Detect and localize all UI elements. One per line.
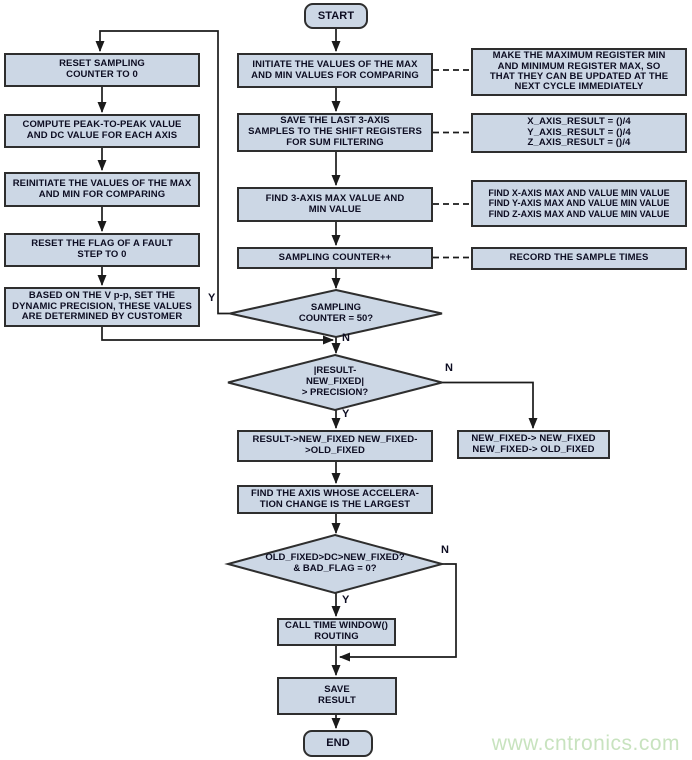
process-find-axis: FIND THE AXIS WHOSE ACCELERA- TION CHANG… bbox=[237, 485, 433, 514]
branch-label-d1-yes: Y bbox=[208, 292, 216, 304]
edge-d1-yes-loop bbox=[95, 30, 230, 315]
process-reset-counter: RESET SAMPLING COUNTER TO 0 bbox=[4, 53, 200, 87]
note-registers: MAKE THE MAXIMUM REGISTER MIN AND MINIMU… bbox=[471, 48, 687, 96]
process-result-to-fixed: RESULT->NEW_FIXED NEW_FIXED- >OLD_FIXED bbox=[237, 430, 433, 462]
branch-label-d2-yes: Y bbox=[342, 408, 350, 420]
branch-label-d3-no: N bbox=[441, 544, 449, 556]
branch-label-d2-no: N bbox=[445, 362, 453, 374]
flow-arrows bbox=[95, 28, 538, 729]
process-find-max-min: FIND 3-AXIS MAX VALUE AND MIN VALUE bbox=[237, 187, 433, 222]
process-call-time-window: CALL TIME WINDOW() ROUTING bbox=[277, 618, 396, 646]
note-find-xyz: FIND X-AXIS MAX AND VALUE MIN VALUE FIND… bbox=[471, 180, 687, 227]
branch-label-d3-yes: Y bbox=[342, 594, 350, 606]
edge-d3-no bbox=[339, 563, 457, 662]
note-axis-result: X_AXIS_RESULT = ()/4 Y_AXIS_RESULT = ()/… bbox=[471, 113, 687, 153]
branch-label-d1-no: N bbox=[342, 332, 350, 344]
process-initiate-max-min: INITIATE THE VALUES OF THE MAX AND MIN V… bbox=[237, 53, 433, 88]
decision-shapes bbox=[224, 288, 446, 595]
process-compute-peak: COMPUTE PEAK-TO-PEAK VALUE AND DC VALUE … bbox=[4, 114, 200, 148]
process-save-result: SAVE RESULT bbox=[277, 677, 397, 715]
process-reset-flag: RESET THE FLAG OF A FAULT STEP TO 0 bbox=[4, 233, 200, 267]
process-based-vpp: BASED ON THE V p-p, SET THE DYNAMIC PREC… bbox=[4, 287, 200, 327]
process-sampling-counter-inc: SAMPLING COUNTER++ bbox=[237, 247, 433, 269]
decision-precision-shape bbox=[227, 353, 443, 412]
start-node: START bbox=[304, 3, 368, 29]
note-record-sample-times: RECORD THE SAMPLE TIMES bbox=[471, 247, 687, 270]
end-node: END bbox=[303, 730, 373, 757]
watermark-text: www.cntronics.com bbox=[491, 732, 680, 755]
decision-old-fixed-shape bbox=[224, 533, 446, 595]
process-save-samples: SAVE THE LAST 3-AXIS SAMPLES TO THE SHIF… bbox=[237, 113, 433, 152]
edge-d2-no bbox=[442, 381, 538, 429]
edge-based-join bbox=[101, 327, 334, 345]
process-reinitiate: REINITIATE THE VALUES OF THE MAX AND MIN… bbox=[4, 172, 200, 207]
decision-sampling-50-shape bbox=[229, 288, 443, 339]
process-new-fixed-assign: NEW_FIXED-> NEW_FIXED NEW_FIXED-> OLD_FI… bbox=[457, 430, 610, 459]
annotation-connectors bbox=[433, 69, 470, 259]
